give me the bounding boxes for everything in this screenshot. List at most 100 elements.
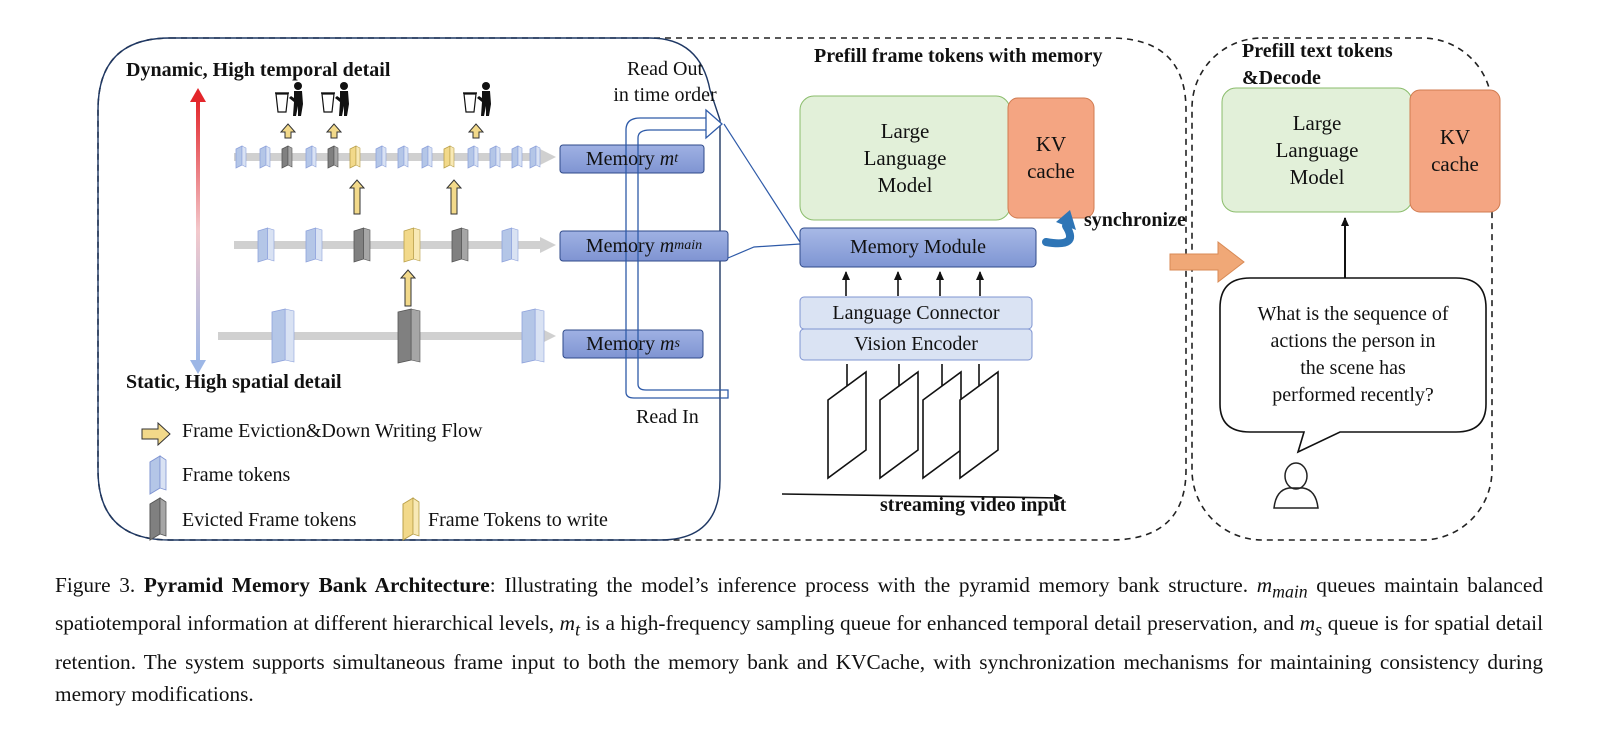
row-s-token <box>521 308 536 364</box>
row-t-token <box>489 145 497 169</box>
write-arrow-3 <box>399 269 417 307</box>
row-t-token <box>421 145 429 169</box>
caption-var-s-sub: s <box>1315 619 1323 640</box>
legend-eviction-label: Frame Eviction&Down Writing Flow <box>182 420 483 442</box>
write-arrow-2 <box>445 179 463 215</box>
memory-t-text: Memory <box>585 147 655 170</box>
llm-middle-line-3: Model <box>877 172 933 197</box>
row-t-token <box>511 145 519 169</box>
right-title-line-2: &Decode <box>1242 67 1321 89</box>
caption-text-1: : Illustrating the model’s inference pro… <box>489 573 1249 597</box>
row-t-token <box>305 145 313 169</box>
question-line-3: the scene has <box>1300 357 1406 379</box>
language-connector-label: Language Connector <box>832 301 1000 324</box>
kv-cache-box-right <box>1409 89 1501 213</box>
kv-middle-line-2: cache <box>1027 159 1075 183</box>
legend-evicted-label: Evicted Frame tokens <box>182 509 357 531</box>
caption-var-main: m <box>1256 573 1273 597</box>
kv-right-line-1: KV <box>1439 125 1471 149</box>
legend-write-token-icon <box>402 497 420 541</box>
row-t-token <box>467 145 475 169</box>
caption-prefix: Figure 3. <box>55 573 136 597</box>
legend-frame-token-icon <box>149 455 167 495</box>
row-main-shaft <box>234 241 540 249</box>
row-t-shaft <box>234 153 540 161</box>
kv-right-label: KV cache <box>1410 90 1500 212</box>
llm-middle-line-1: Large <box>880 118 930 143</box>
write-arrow-1 <box>348 179 366 215</box>
frame-to-encoder-lines <box>846 364 980 386</box>
row-t-token-side <box>473 145 479 168</box>
row-t-token <box>349 145 357 169</box>
vision-encoder-box <box>799 328 1033 361</box>
row-t-shaft-head <box>540 149 556 165</box>
row-t-token-side <box>449 145 455 168</box>
right-title: Prefill text tokens &Decode <box>1242 38 1393 92</box>
read-out-line-2: in time order <box>613 84 717 106</box>
row-t-token <box>397 145 405 169</box>
evict-person-2-body <box>335 91 349 116</box>
synchronize-label: synchronize <box>1084 209 1186 231</box>
memory-t-var: m <box>659 147 675 170</box>
left-panel-frame <box>97 37 721 541</box>
row-t-token-side <box>495 145 501 168</box>
memory-main-var: m <box>659 234 675 257</box>
legend-eviction-arrow-icon <box>141 421 171 447</box>
memory-module-box <box>799 227 1037 268</box>
row-t-token <box>375 145 383 169</box>
row-t-token-side <box>535 145 541 168</box>
stream-label: streaming video input <box>880 494 1067 516</box>
kv-right-line-2: cache <box>1431 152 1479 176</box>
memory-t-box <box>559 144 705 174</box>
legend-frame-tokens-label: Frame tokens <box>182 464 291 486</box>
row-main-token <box>353 227 364 263</box>
row-main-token-side <box>315 227 323 262</box>
row-t-token-side <box>517 145 523 168</box>
evict-arrow-1 <box>279 123 297 139</box>
memory-main-text: Memory <box>585 234 655 257</box>
row-t-token-side <box>355 145 361 168</box>
gradient-axis-head-bottom <box>190 360 206 374</box>
question-line-1: What is the sequence of <box>1257 303 1449 325</box>
evict-person-3-bin <box>463 93 477 113</box>
readin-to-module-line <box>727 243 801 259</box>
figure-caption: Figure 3. Pyramid Memory Bank Architectu… <box>55 569 1543 710</box>
row-s-token-side <box>410 308 421 363</box>
vision-encoder-label: Vision Encoder <box>854 333 978 355</box>
llm-right-line-1: Large <box>1292 110 1342 135</box>
row-t-token <box>281 145 289 169</box>
row-s-token <box>271 308 286 364</box>
stream-axis <box>781 493 1063 502</box>
row-main-token <box>403 227 414 263</box>
row-main-token-side <box>461 227 469 262</box>
read-in-label: Read In <box>636 406 699 428</box>
row-t-token <box>235 145 243 169</box>
row-t-token <box>529 145 537 169</box>
memory-s-box <box>562 329 704 359</box>
read-out-line-1: Read Out <box>626 58 704 80</box>
memory-s-text: Memory <box>586 332 655 355</box>
read-in-path <box>625 383 729 399</box>
architecture-diagram <box>97 37 1501 541</box>
row-t-token <box>259 145 267 169</box>
row-main-token-side <box>363 227 371 262</box>
middle-title: Prefill frame tokens with memory <box>814 45 1103 67</box>
kv-middle-label: KV cache <box>1008 98 1094 218</box>
evict-person-3-head <box>482 82 490 90</box>
row-main-token <box>257 227 268 263</box>
row-t-token-side <box>333 145 339 168</box>
caption-var-t: m <box>559 611 576 636</box>
read-out-label: Read Out in time order <box>600 56 730 108</box>
row-s-token-side <box>534 308 545 363</box>
video-frames <box>827 370 999 480</box>
memory-s-var: m <box>659 332 675 355</box>
llm-middle-label: Large Language Model <box>800 96 1010 220</box>
kv-middle-line-1: KV <box>1035 132 1067 156</box>
synchronize-arrow <box>1042 222 1074 248</box>
caption-var-t-sub: t <box>575 619 580 640</box>
row-s-token-side <box>284 308 295 363</box>
caption-title: Pyramid Memory Bank Architecture <box>143 573 490 597</box>
evict-person-2-bin <box>321 93 335 113</box>
